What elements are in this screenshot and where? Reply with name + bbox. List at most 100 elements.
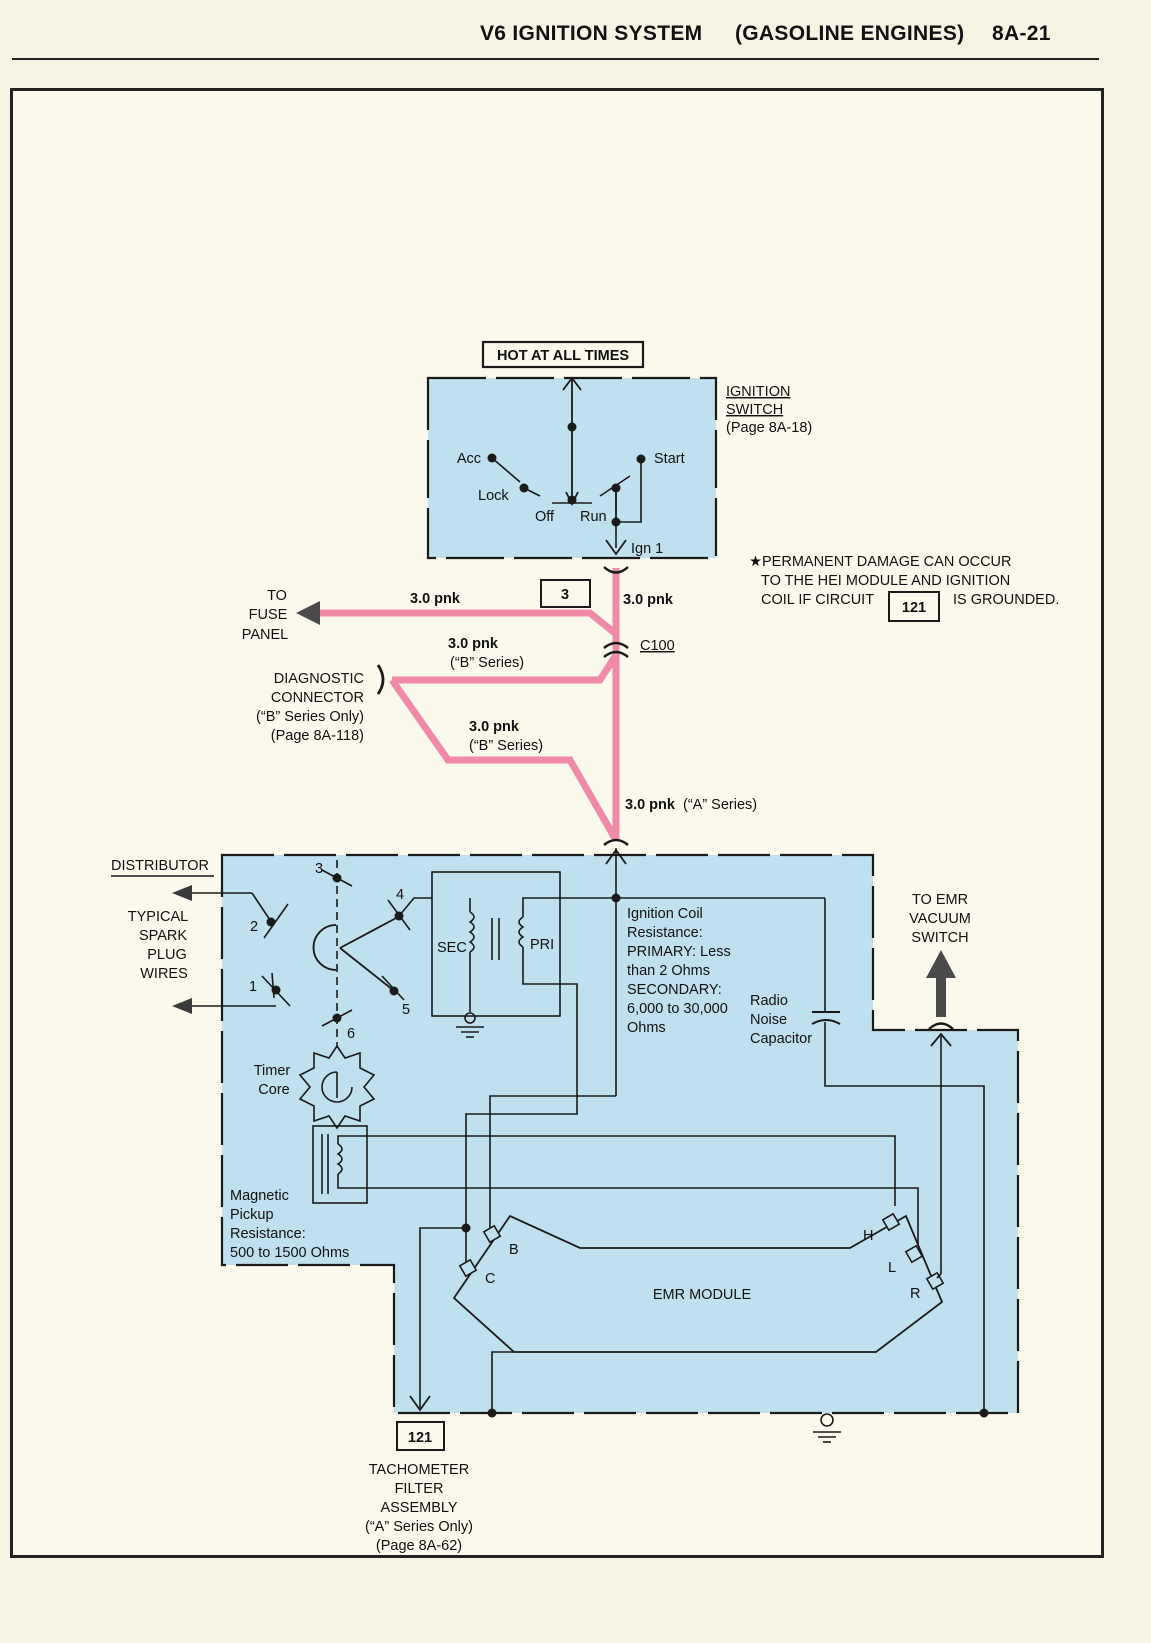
coil-spec-2: Resistance: (627, 925, 703, 941)
warning-line-3: COIL IF CIRCUIT (761, 592, 874, 608)
a-series-wire-label: 3.0 pnk (625, 797, 676, 813)
spark-label-4: WIRES (140, 966, 188, 982)
diagnostic-label-3: (“B” Series Only) (256, 709, 364, 725)
c100-connector-top (603, 641, 629, 649)
coil-spec-3: PRIMARY: Less (627, 944, 731, 960)
pin-c-terminal (458, 1258, 478, 1278)
ground-icon (820, 1413, 834, 1427)
run-label: Run (580, 509, 607, 525)
pin-r-label: R (910, 1286, 920, 1302)
tach-label-4: (“A” Series Only) (365, 1519, 473, 1535)
warning-line-2: TO THE HEI MODULE AND IGNITION (761, 573, 1010, 589)
magnetic-label-4: 500 to 1500 Ohms (230, 1245, 349, 1261)
radio-label-2: Noise (750, 1012, 787, 1028)
timer-label-2: Core (258, 1082, 289, 1098)
pink-wires (320, 568, 620, 842)
ign1-label: Ign 1 (631, 541, 663, 557)
lock-label: Lock (478, 488, 509, 504)
distributor-border (220, 853, 1020, 1415)
b-series-wire-2-label: 3.0 pnk (469, 719, 520, 735)
circuit-number-121: 121 (408, 1430, 432, 1446)
page-number: 8A-21 (992, 22, 1051, 45)
a-series-wire-sub: (“A” Series) (683, 797, 757, 813)
diagnostic-wire-1 (392, 653, 619, 684)
terminal-5-label: 5 (402, 1002, 410, 1018)
diagnostic-connector-icon (376, 664, 385, 695)
terminal-4-label: 4 (396, 887, 404, 903)
off-label: Off (535, 509, 555, 525)
b-series-wire-1-label: 3.0 pnk (448, 636, 499, 652)
ignition-switch-page: (Page 8A-18) (726, 420, 812, 436)
page-title: V6 IGNITION SYSTEM (480, 22, 703, 45)
ignition-switch-label: IGNITION (726, 384, 790, 400)
diagnostic-label-2: CONNECTOR (271, 690, 364, 706)
tach-label-3: ASSEMBLY (380, 1500, 457, 1516)
fuse-panel-arrow-icon (296, 601, 320, 625)
pin-b-label: B (509, 1242, 519, 1258)
ignition-switch-label-2: SWITCH (726, 402, 783, 418)
distributor-fill (222, 855, 1018, 1413)
ignition-coil (431, 871, 825, 1236)
tach-label-1: TACHOMETER (369, 1462, 469, 1478)
coil-spec-1: Ignition Coil (627, 906, 703, 922)
pin-l-terminal (904, 1244, 924, 1264)
pin-l-label: L (888, 1260, 896, 1276)
magnetic-pickup (312, 1125, 919, 1246)
coil-spec-7: Ohms (627, 1020, 666, 1036)
emr-switch-label-2: VACUUM (909, 911, 971, 927)
warning-line-3b: IS GROUNDED. (953, 592, 1059, 608)
terminal-6-label: 6 (347, 1026, 355, 1042)
pin-h-label: H (863, 1228, 873, 1244)
b-series-wire-2-sub: (“B” Series) (469, 738, 543, 754)
tach-label-2: FILTER (395, 1481, 444, 1497)
emr-switch-arrow-icon (926, 950, 956, 1017)
c100-label: C100 (640, 638, 675, 654)
magnetic-label-1: Magnetic (230, 1188, 289, 1204)
right-wire-label: 3.0 pnk (623, 592, 674, 608)
spark-label-3: PLUG (147, 947, 187, 963)
emr-module-body (452, 1214, 944, 1353)
ignition-switch (426, 376, 718, 560)
terminal-1-label: 1 (249, 979, 257, 995)
acc-label: Acc (457, 451, 481, 467)
emr-switch-label-1: TO EMR (912, 892, 968, 908)
radio-label-1: Radio (750, 993, 788, 1009)
switch-node (567, 422, 577, 432)
coil-spec-5: SECONDARY: (627, 982, 722, 998)
sec-label: SEC (437, 940, 467, 956)
emr-module-label: EMR MODULE (653, 1287, 752, 1303)
terminal-3-label: 3 (315, 861, 323, 877)
distributor-label: DISTRIBUTOR (111, 858, 209, 874)
fuse-label: FUSE (249, 607, 288, 623)
ign1-connector (603, 566, 629, 574)
emr-switch-connector (928, 1022, 954, 1030)
warning-circuit-number: 121 (902, 600, 926, 616)
pin-h-terminal (881, 1212, 901, 1232)
circuit-box-3 (540, 579, 591, 608)
spark-plug-wires (172, 885, 291, 1014)
b-series-wire-1-sub: (“B” Series) (450, 655, 524, 671)
start-label: Start (654, 451, 685, 467)
coil-spec-4: than 2 Ohms (627, 963, 710, 979)
pin-c-label: C (485, 1271, 495, 1287)
pri-label: PRI (530, 937, 554, 953)
to-label: TO (267, 588, 287, 604)
spark-wire-arrow-icon (172, 885, 192, 901)
warning-line-1: ★PERMANENT DAMAGE CAN OCCUR (749, 554, 1011, 570)
radio-label-3: Capacitor (750, 1031, 812, 1047)
distributor-connector (603, 838, 629, 846)
hot-at-all-times-box (481, 340, 645, 369)
terminal-2-label: 2 (250, 919, 258, 935)
warning-circuit-box (888, 591, 940, 622)
spark-label-2: SPARK (139, 928, 187, 944)
emr-module (409, 1212, 945, 1418)
panel-label: PANEL (242, 627, 288, 643)
timer-core (298, 1044, 376, 1130)
circuit-box-121 (396, 1421, 445, 1451)
fuse-wire-label: 3.0 pnk (410, 591, 461, 607)
radio-noise-capacitor (811, 898, 989, 1418)
pin-b-terminal (482, 1224, 502, 1244)
ign1-arrow-icon (605, 539, 627, 556)
circuit-number-3: 3 (561, 587, 569, 603)
